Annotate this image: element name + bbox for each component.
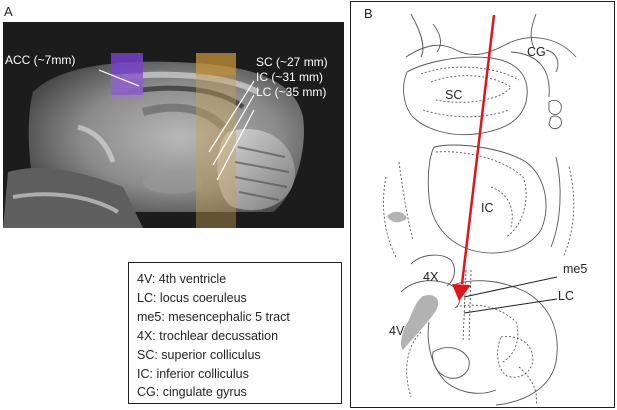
acc-pointer-line [98, 69, 140, 87]
acc-label: ACC (~7mm) [5, 53, 76, 67]
legend-item-me5: me5: mesencephalic 5 tract [137, 309, 290, 324]
legend-item-4x: 4X: trochlear decussation [137, 328, 279, 343]
panel-a-label: A [4, 4, 13, 19]
legend-item-lc: LC: locus coeruleus [137, 290, 247, 305]
ic-pointer-line [212, 94, 255, 166]
ic-depth-label: IC (~31 mm) [256, 70, 324, 84]
cerebellum [217, 128, 295, 211]
legend-item-4v: 4V: 4th ventricle [137, 272, 227, 286]
panel-b-label: B [364, 6, 373, 21]
me5-label: me5 [563, 262, 588, 276]
ic-label: IC [481, 201, 494, 215]
legend-item-sc: SC: superior colliculus [137, 347, 261, 362]
ic-outline [427, 144, 547, 254]
lc-label: LC [558, 289, 574, 303]
abbreviation-legend: 4V: 4th ventricle LC: locus coeruleus me… [128, 262, 342, 404]
fourth-ventricle [401, 294, 439, 350]
sc-pointer-line [208, 80, 255, 153]
sc-outline [403, 56, 528, 136]
fourv-label: 4V [389, 324, 405, 338]
brain-atlas-panel: CG SC IC me5 4X LC 4V [350, 1, 615, 408]
cortex-outline [405, 37, 577, 58]
cg-label: CG [527, 45, 546, 59]
legend-item-ic: IC: inferior colliculus [137, 366, 249, 381]
recording-trajectory-arrow [460, 14, 496, 285]
atlas-drawing [383, 13, 577, 406]
mri-image-graphic [3, 22, 344, 228]
fourth-ventricle-small [387, 211, 407, 223]
lc-pointer-line [216, 109, 255, 181]
sc-depth-label: SC (~27 mm) [256, 55, 328, 69]
me5-pointer-line [463, 276, 558, 298]
sc-label: SC [445, 88, 463, 102]
lc-depth-label: LC (~35 mm) [256, 85, 327, 99]
mri-sagittal-image: ACC (~7mm) SC (~27 mm) IC (~31 mm) LC (~… [3, 22, 344, 228]
legend-item-cg: CG: cingulate gyrus [137, 385, 247, 400]
fourx-label: 4X [423, 270, 439, 284]
lc-pointer-line [463, 298, 558, 314]
arrow-head [452, 284, 471, 301]
